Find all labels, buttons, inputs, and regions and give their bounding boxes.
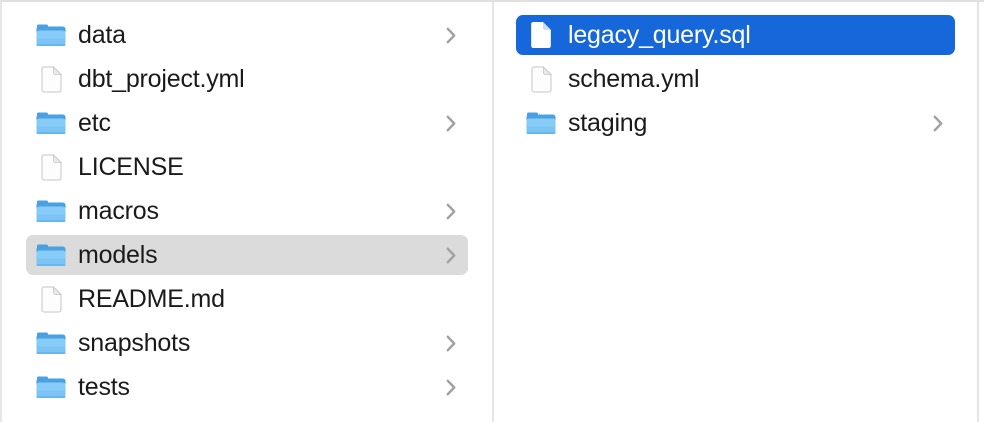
item-label: macros (78, 196, 159, 225)
folder-icon (36, 241, 66, 269)
finder-column-1: data dbt_project.yml etc LICENSE macros … (2, 2, 492, 422)
column-divider (977, 2, 979, 422)
item-label: data (78, 20, 126, 49)
chevron-right-icon (446, 247, 456, 264)
column-gutter (979, 2, 984, 422)
file-row[interactable]: README.md (24, 277, 470, 321)
folder-row[interactable]: etc (24, 101, 470, 145)
folder-icon (526, 109, 556, 137)
file-row[interactable]: schema.yml (514, 57, 957, 101)
item-label: snapshots (78, 328, 191, 357)
item-label: legacy_query.sql (568, 20, 751, 49)
folder-row[interactable]: models (24, 233, 470, 277)
file-row[interactable]: legacy_query.sql (514, 13, 957, 57)
item-label: models (78, 240, 158, 269)
folder-row[interactable]: staging (514, 101, 957, 145)
chevron-right-icon (446, 203, 456, 220)
document-icon (36, 65, 66, 93)
item-label: LICENSE (78, 152, 184, 181)
document-icon (36, 285, 66, 313)
file-row[interactable]: dbt_project.yml (24, 57, 470, 101)
item-label: staging (568, 108, 648, 137)
item-label: etc (78, 108, 111, 137)
item-label: README.md (78, 284, 225, 313)
folder-icon (36, 373, 66, 401)
item-label: schema.yml (568, 64, 700, 93)
folder-row[interactable]: tests (24, 365, 470, 409)
folder-icon (36, 329, 66, 357)
chevron-right-icon (446, 115, 456, 132)
file-row[interactable]: LICENSE (24, 145, 470, 189)
folder-row[interactable]: snapshots (24, 321, 470, 365)
chevron-right-icon (446, 27, 456, 44)
document-icon (526, 65, 556, 93)
folder-icon (36, 197, 66, 225)
finder-column-2: legacy_query.sql schema.yml staging (494, 2, 977, 422)
item-label: dbt_project.yml (78, 64, 245, 93)
folder-icon (36, 21, 66, 49)
item-label: tests (78, 372, 130, 401)
column-divider (492, 2, 494, 422)
document-icon (36, 153, 66, 181)
folder-row[interactable]: macros (24, 189, 470, 233)
chevron-right-icon (446, 379, 456, 396)
chevron-right-icon (446, 335, 456, 352)
chevron-right-icon (933, 115, 943, 132)
folder-icon (36, 109, 66, 137)
document-icon (526, 21, 556, 49)
folder-row[interactable]: data (24, 13, 470, 57)
